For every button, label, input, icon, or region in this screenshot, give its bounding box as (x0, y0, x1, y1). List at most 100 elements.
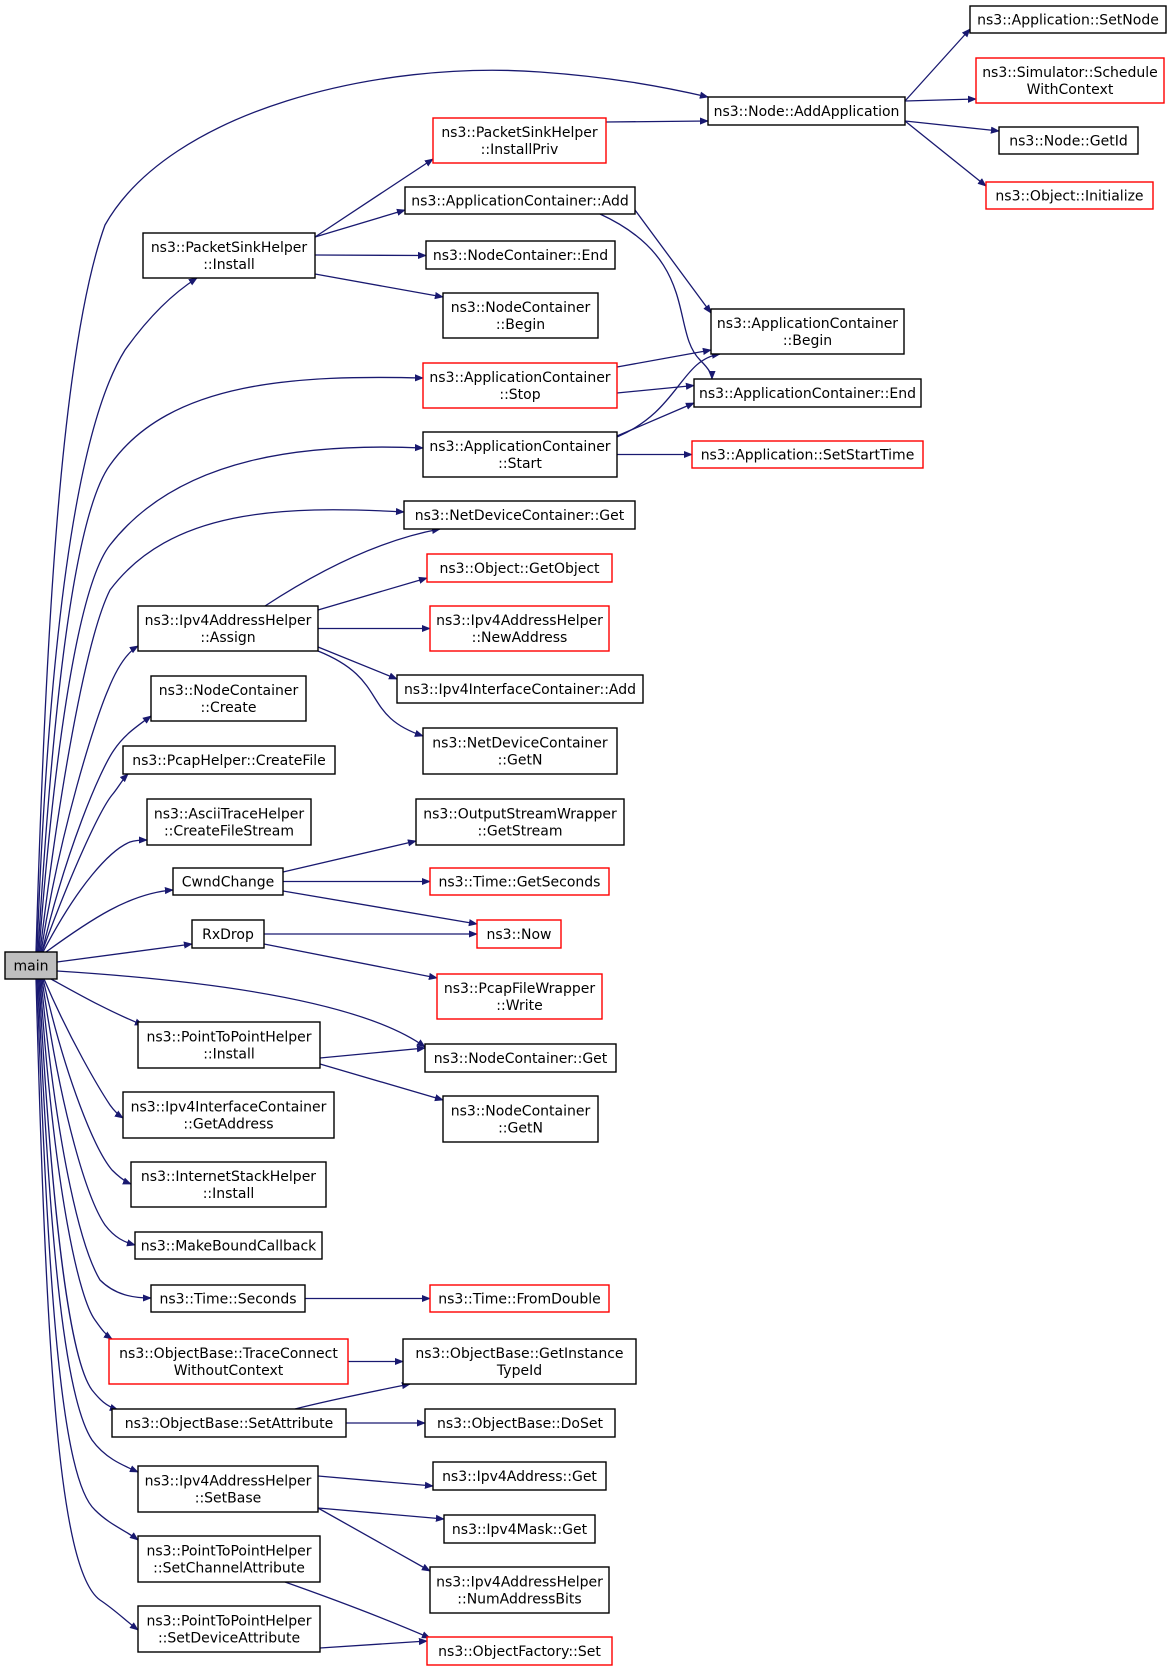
edge-p2p-install-to-nc-getn (319, 1063, 444, 1102)
edge-ipv4ah-assign-to-ndc-getn (317, 650, 424, 737)
edge-main-to-pshi (36, 277, 198, 953)
node-ndc-getn[interactable]: ns3::NetDeviceContainer::GetN (422, 727, 618, 775)
node-label-line: ns3::PointToPointHelper (146, 1544, 311, 1560)
edge-ac-start-to-ac-end (616, 402, 695, 437)
node-box (191, 919, 265, 949)
node-ipv4ah-assign[interactable]: ns3::Ipv4AddressHelper::Assign (137, 605, 319, 652)
node-obj-getobj[interactable]: ns3::Object::GetObject (426, 553, 613, 583)
node-label-line: ns3::ObjectBase::TraceConnect (119, 1346, 338, 1362)
node-label-line: ns3::Node::AddApplication (714, 104, 900, 120)
node-ob-traceconn[interactable]: ns3::ObjectBase::TraceConnectWithoutCont… (108, 1338, 349, 1385)
node-nc-get[interactable]: ns3::NodeContainer::Get (424, 1043, 617, 1073)
node-time-seconds[interactable]: ns3::Time::Seconds (150, 1284, 306, 1313)
node-pshi[interactable]: ns3::PacketSinkHelper::Install (142, 232, 316, 279)
node-ipv4a-get[interactable]: ns3::Ipv4Address::Get (432, 1461, 607, 1491)
edge-main-to-nc-create (41, 715, 152, 953)
node-box (426, 1636, 613, 1666)
node-box (969, 5, 1167, 34)
node-ac-stop[interactable]: ns3::ApplicationContainer::Stop (422, 362, 618, 409)
node-osw-get[interactable]: ns3::OutputStreamWrapper::GetStream (415, 798, 625, 846)
node-box (108, 1338, 349, 1385)
node-time-fromdouble[interactable]: ns3::Time::FromDouble (429, 1284, 610, 1313)
edge-main-to-ndc-get (39, 507, 405, 953)
edge-ipv4ah-assign-to-ipv4ic-add (317, 646, 398, 680)
node-ipv4ah-newaddr[interactable]: ns3::Ipv4AddressHelper::NewAddress (429, 605, 610, 652)
node-label-line: ::Start (498, 456, 542, 472)
node-label-line: ns3::Object::GetObject (439, 561, 600, 577)
edge-ipv4ah-assign-to-obj-getobj (317, 576, 428, 611)
edge-pshi-to-nc-end (314, 251, 427, 260)
node-box (111, 1408, 347, 1438)
node-ob-doset[interactable]: ns3::ObjectBase::DoSet (424, 1408, 616, 1438)
node-ob-setattr[interactable]: ns3::ObjectBase::SetAttribute (111, 1408, 347, 1438)
node-ipv4ic-getaddr[interactable]: ns3::Ipv4InterfaceContainer::GetAddress (122, 1091, 335, 1139)
node-box (442, 292, 599, 339)
node-app-setnode[interactable]: ns3::Application::SetNode (969, 5, 1167, 34)
node-label-line: ::Install (203, 1186, 255, 1202)
node-nc-begin[interactable]: ns3::NodeContainer::Begin (442, 292, 599, 339)
node-rxdrop[interactable]: RxDrop (191, 919, 265, 949)
edge-cwnd-to-now (282, 890, 478, 927)
node-label-line: ::GetStream (477, 824, 562, 840)
node-label-line: ns3::Time::GetSeconds (439, 875, 601, 891)
node-label-line: ns3::Ipv4AddressHelper (436, 1575, 603, 1591)
node-label-line: ns3::NetDeviceContainer::Get (415, 508, 625, 524)
node-mbc[interactable]: ns3::MakeBoundCallback (134, 1231, 323, 1260)
node-label-line: ns3::Object::Initialize (995, 189, 1143, 205)
node-ac-add[interactable]: ns3::ApplicationContainer::Add (404, 186, 636, 215)
node-ac-start[interactable]: ns3::ApplicationContainer::Start (422, 431, 618, 478)
node-pfw-write[interactable]: ns3::PcapFileWrapper::Write (436, 973, 603, 1020)
node-ndc-get[interactable]: ns3::NetDeviceContainer::Get (403, 500, 636, 530)
edge-pship-to-node-addapp (605, 117, 709, 125)
node-obj-init[interactable]: ns3::Object::Initialize (985, 181, 1154, 210)
node-ipv4ah-numbits[interactable]: ns3::Ipv4AddressHelper::NumAddressBits (429, 1566, 610, 1614)
node-ish-install[interactable]: ns3::InternetStackHelper::Install (130, 1161, 327, 1208)
node-nc-getn[interactable]: ns3::NodeContainer::GetN (442, 1095, 599, 1143)
node-label-line: ns3::PacketSinkHelper (151, 240, 308, 256)
node-ipv4ah-setbase[interactable]: ns3::Ipv4AddressHelper::SetBase (137, 1465, 319, 1513)
node-app-setstart[interactable]: ns3::Application::SetStartTime (691, 440, 924, 469)
node-pship[interactable]: ns3::PacketSinkHelper::InstallPriv (432, 117, 607, 164)
node-label-line: ns3::NodeContainer (451, 300, 591, 316)
node-box (429, 605, 610, 652)
node-ascii-create[interactable]: ns3::AsciiTraceHelper::CreateFileStream (146, 798, 312, 846)
node-ac-begin[interactable]: ns3::ApplicationContainer::Begin (710, 308, 905, 355)
edge-p2p-install-to-nc-get (319, 1045, 426, 1059)
node-box (422, 431, 618, 478)
edge-pshi-to-nc-begin (314, 273, 444, 300)
edge-main-to-pcap-create (41, 773, 129, 953)
node-nc-create[interactable]: ns3::NodeContainer::Create (150, 675, 307, 722)
node-label-line: ns3::ApplicationContainer (429, 370, 610, 386)
node-ipv4m-get[interactable]: ns3::Ipv4Mask::Get (443, 1514, 596, 1544)
node-node-addapp[interactable]: ns3::Node::AddApplication (707, 96, 906, 126)
node-box (137, 605, 319, 652)
edge-main-to-ob-traceconn (39, 978, 113, 1340)
node-now[interactable]: ns3::Now (476, 919, 562, 949)
node-box (137, 1021, 321, 1069)
node-ac-end[interactable]: ns3::ApplicationContainer::End (693, 378, 922, 408)
node-nc-end[interactable]: ns3::NodeContainer::End (425, 240, 616, 270)
node-box (146, 798, 312, 846)
node-of-set[interactable]: ns3::ObjectFactory::Set (426, 1636, 613, 1666)
node-node-getid[interactable]: ns3::Node::GetId (998, 126, 1139, 155)
edge-main-to-p2p-setchan (36, 978, 139, 1541)
node-pcap-create[interactable]: ns3::PcapHelper::CreateFile (122, 745, 336, 775)
node-main[interactable]: main (4, 951, 58, 980)
node-cwnd[interactable]: CwndChange (172, 867, 284, 896)
node-label-line: ::NumAddressBits (457, 1592, 581, 1608)
node-p2p-setdev[interactable]: ns3::PointToPointHelper::SetDeviceAttrib… (137, 1605, 321, 1653)
node-label-line: ::SetChannelAttribute (153, 1561, 305, 1577)
node-ipv4ic-add[interactable]: ns3::Ipv4InterfaceContainer::Add (396, 674, 644, 704)
node-time-getsec[interactable]: ns3::Time::GetSeconds (429, 867, 610, 896)
node-label-line: ns3::Time::FromDouble (438, 1292, 601, 1308)
node-p2p-install[interactable]: ns3::PointToPointHelper::Install (137, 1021, 321, 1069)
node-label-line: ns3::AsciiTraceHelper (154, 807, 305, 823)
edge-pshi-to-pship (314, 158, 434, 238)
node-box (422, 362, 618, 409)
node-p2p-setchan[interactable]: ns3::PointToPointHelper::SetChannelAttri… (137, 1535, 321, 1583)
node-label-line: ns3::NodeContainer (451, 1104, 591, 1120)
edge-main-to-nc-get (56, 970, 426, 1048)
